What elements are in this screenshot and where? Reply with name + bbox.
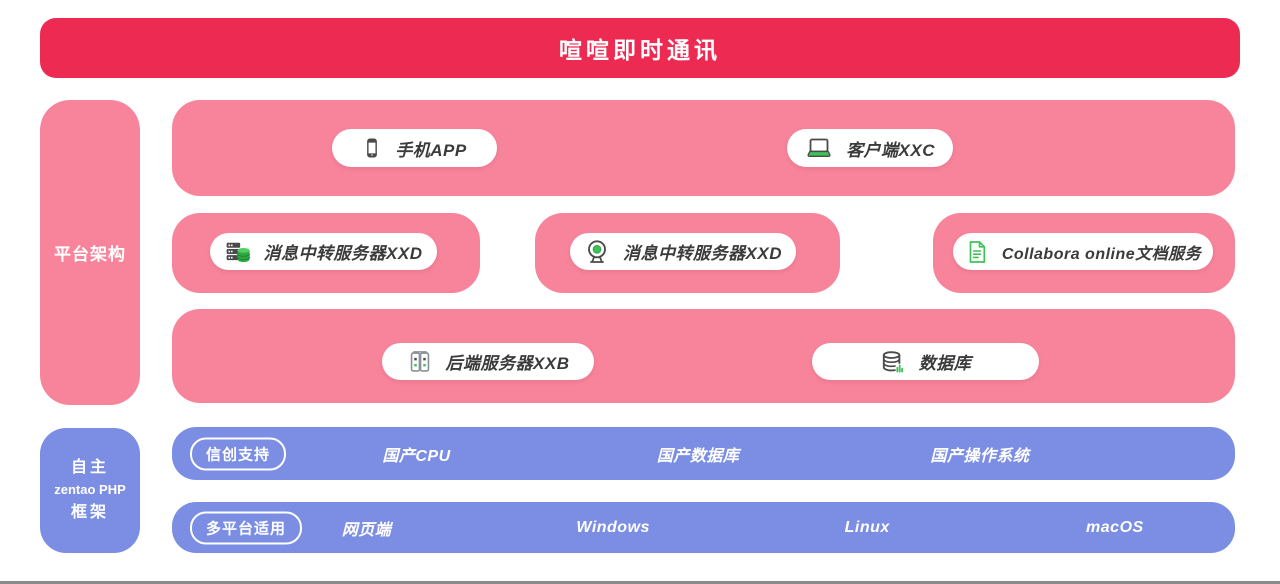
bar-item-linux: Linux — [844, 518, 890, 536]
xinchuang-support-bar: 信创支持 国产CPU 国产数据库 国产操作系统 — [172, 427, 1235, 480]
node-label: Collabora online文档服务 — [1001, 245, 1202, 263]
node-label: 手机APP — [395, 140, 467, 160]
node-collabora-online: Collabora online文档服务 — [953, 233, 1213, 270]
node-database: 数据库 — [812, 343, 1039, 380]
node-backend-server-xxb: 后端服务器XXB — [382, 343, 594, 380]
node-relay-server-xxd-1: 消息中转服务器XXD — [210, 233, 437, 270]
bar-item-domestic-cpu: 国产CPU — [382, 447, 451, 465]
node-label: 消息中转服务器XXD — [263, 244, 423, 263]
node-label: 客户端XXC — [846, 140, 935, 160]
laptop-icon — [805, 136, 833, 160]
document-icon — [965, 240, 989, 264]
bar-item-windows: Windows — [576, 518, 650, 536]
multi-platform-bar: 多平台适用 网页端 Windows Linux macOS — [172, 502, 1235, 553]
framework-sidebar: 自主 zentao PHP 框架 — [40, 428, 140, 553]
framework-label-line3: 框架 — [70, 503, 109, 521]
framework-label-line2: zentao PHP — [54, 482, 126, 498]
webcam-icon — [584, 239, 610, 265]
node-client-xxc: 客户端XXC — [787, 129, 953, 167]
database-icon — [880, 349, 906, 375]
multi-platform-tag: 多平台适用 — [190, 511, 303, 544]
bar-item-domestic-database: 国产数据库 — [656, 447, 740, 465]
node-relay-server-xxd-2: 消息中转服务器XXD — [570, 233, 796, 270]
backend-layer-box — [172, 309, 1235, 403]
platform-architecture-label: 平台架构 — [54, 245, 126, 264]
platform-architecture-sidebar: 平台架构 — [40, 100, 140, 405]
node-label: 数据库 — [918, 354, 972, 373]
framework-label-line1: 自主 — [70, 458, 109, 476]
server-database-icon — [225, 239, 251, 265]
title-banner: 喧喧即时通讯 — [40, 18, 1240, 78]
node-label: 后端服务器XXB — [445, 354, 570, 373]
bar-item-web: 网页端 — [341, 521, 392, 539]
smartphone-icon — [362, 137, 382, 159]
bar-item-macos: macOS — [1086, 518, 1144, 536]
node-mobile-app: 手机APP — [332, 129, 497, 167]
server-towers-icon — [407, 349, 433, 375]
diagram-title: 喧喧即时通讯 — [559, 37, 721, 63]
node-label: 消息中转服务器XXD — [623, 244, 782, 263]
bar-item-domestic-os: 国产操作系统 — [930, 447, 1030, 465]
xinchuang-support-tag: 信创支持 — [190, 437, 287, 470]
bottom-window-edge — [0, 581, 1280, 584]
